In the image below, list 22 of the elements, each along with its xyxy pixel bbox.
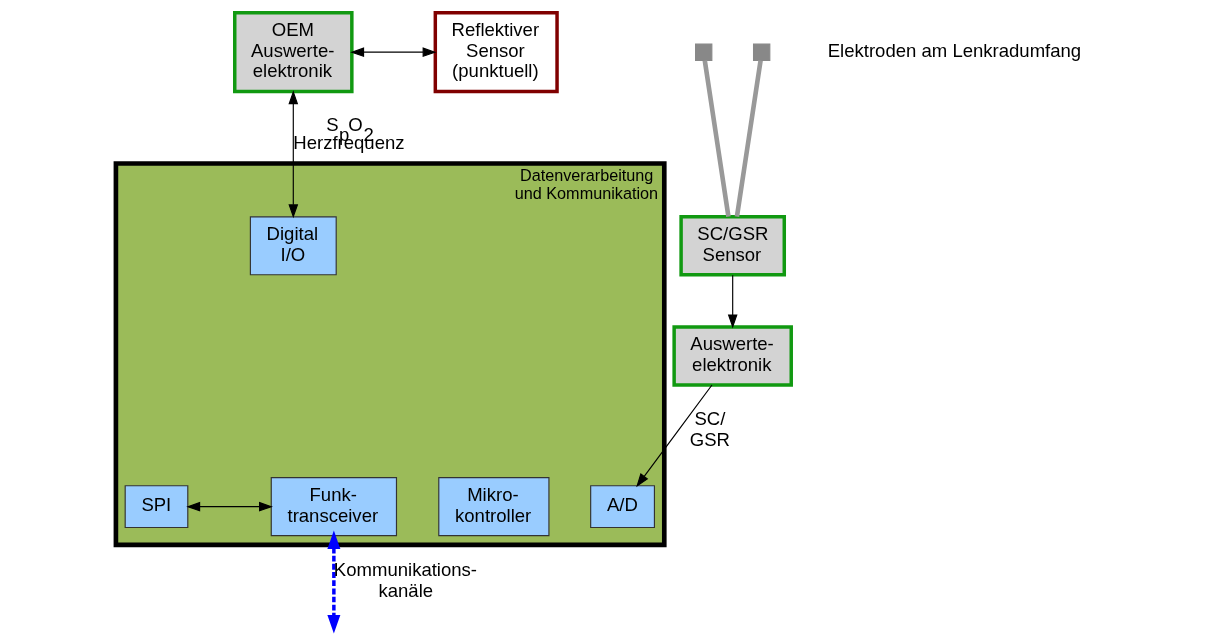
node-box: A/D — [589, 485, 655, 529]
node-box: Auswerte- elektronik — [671, 325, 793, 387]
edge-label: Kommunikations- kanäle — [333, 558, 477, 601]
node-box: SC/GSR Sensor — [678, 215, 786, 277]
arrow — [727, 274, 738, 329]
node-box — [694, 43, 712, 61]
arrow — [287, 90, 298, 219]
node-box: SPI — [124, 485, 188, 529]
arrow — [635, 384, 713, 488]
node-box: OEM Auswerte- elektronik — [232, 11, 354, 94]
connector — [734, 60, 763, 217]
arrow — [326, 530, 340, 634]
node-box: Reflektiver Sensor (punktuell) — [433, 11, 559, 94]
arrow — [185, 501, 273, 512]
label: Elektroden am Lenkradumfang — [827, 39, 1081, 61]
node-box — [752, 43, 770, 61]
node-box: Digital I/O — [249, 216, 337, 276]
node-box: Funk- transceiver — [270, 477, 397, 537]
connector — [702, 60, 731, 217]
edge-label: SC/ GSR — [689, 408, 730, 451]
arrow — [349, 47, 437, 58]
node-box: Mikro- kontroller — [437, 477, 549, 537]
